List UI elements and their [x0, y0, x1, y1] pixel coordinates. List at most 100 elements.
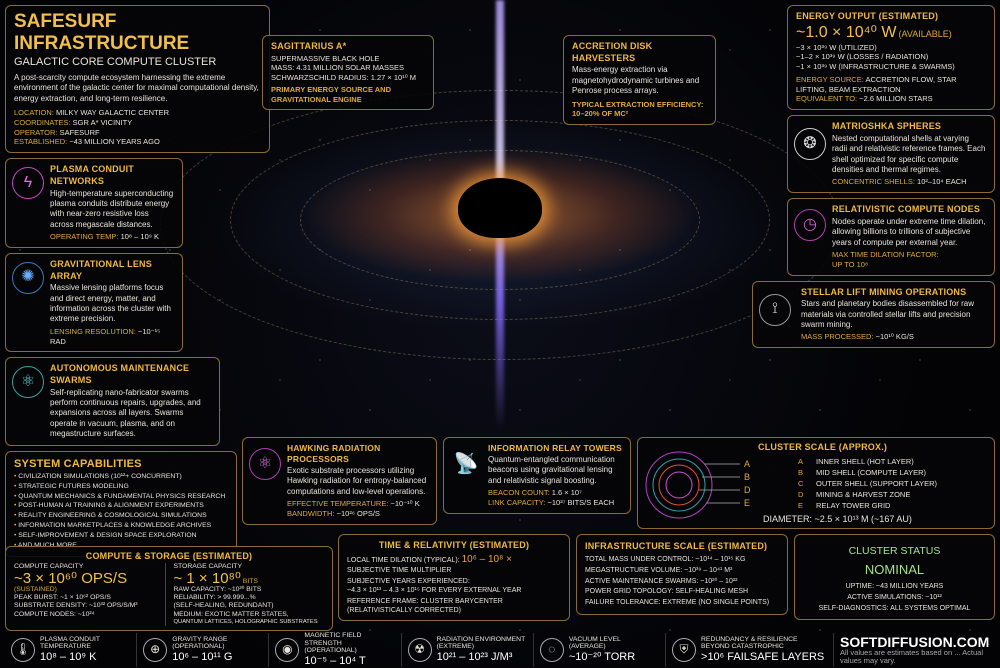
clock-icon: ◷ [794, 209, 826, 242]
compute-panel: COMPUTE & STORAGE (ESTIMATED) COMPUTE CA… [5, 546, 333, 631]
uptime: UPTIME: ~43 MILLION YEARS [845, 582, 944, 590]
list-item: SELF-IMPROVEMENT & DESIGN SPACE EXPLORAT… [14, 531, 228, 541]
dilation-value: UP TO 10⁸ [832, 259, 869, 269]
fact-location: LOCATION: MILKY WAY GALACTIC CENTER [14, 108, 170, 118]
radiation-icon: ☢ [407, 638, 432, 662]
list-item: AND MUCH MORE... [14, 541, 228, 551]
atom-icon: ⚛ [12, 366, 44, 399]
relativistic-panel: ◷ RELATIVISTIC COMPUTE NODES Nodes opera… [787, 198, 995, 276]
atom-icon: ⚛ [249, 448, 281, 480]
panel-title: STELLAR LIFT MINING OPERATIONS [801, 286, 967, 297]
gravity-icon: ⊕ [143, 638, 168, 662]
fact-established: ESTABLISHED: ~43 MILLION YEARS AGO [14, 137, 160, 147]
sgr-radius: SCHWARZSCHILD RADIUS: 1.27 × 10¹⁰ m [271, 73, 417, 83]
time-dilation: LOCAL TIME DILATION (TYPICAL): 10⁶ – 10⁸… [347, 553, 512, 565]
efficiency-label: TYPICAL EXTRACTION EFFICIENCY: [572, 99, 704, 109]
relay-panel: 📡 INFORMATION RELAY TOWERS Quantum-entan… [443, 437, 631, 514]
self-diagnostics: SELF-DIAGNOSTICS: ALL SYSTEMS OPTIMAL [818, 604, 971, 612]
storage-capacity: STORAGE CAPACITY ~ 1 × 10⁸⁰ BITS RAW CAP… [164, 562, 325, 626]
lower-region: ⚛ HAWKING RADIATION PROCESSORS Exotic su… [242, 437, 995, 622]
lensing-resolution: LENSING RESOLUTION: ~10⁻¹⁵ RAD [50, 326, 161, 346]
subjective-years-value: ~4.3 × 10¹³ – 4.3 × 10¹⁵ FOR EVERY EXTER… [347, 586, 522, 594]
time-panel: TIME & RELATIVITY (ESTIMATED) LOCAL TIME… [338, 534, 570, 622]
panel-text: Self-replicating nano-fabricator swarms … [50, 387, 201, 439]
stellar-lift-icon: ⟟ [759, 293, 791, 326]
energy-panel: ENERGY OUTPUT (ESTIMATED) ~1.0 × 10⁴⁰ W … [787, 5, 995, 111]
infra-line: ACTIVE MAINTENANCE SWARMS: ~10²⁰ – 10²² [585, 577, 738, 585]
lower-row-2: TIME & RELATIVITY (ESTIMATED) LOCAL TIME… [338, 534, 995, 622]
sgr-mass: MASS: 4.31 MILLION SOLAR MASSES [271, 63, 404, 73]
energy-source: ENERGY SOURCE: ACCRETION FLOW, STAR LIFT… [796, 74, 957, 94]
energy-value: ~1.0 × 10⁴⁰ W (AVAILABLE) [796, 23, 952, 41]
panel-title: GRAVITATIONAL LENS ARRAY [50, 258, 152, 281]
list-item: INFORMATION MARKETPLACES & KNOWLEDGE ARC… [14, 521, 228, 531]
metric-magnetic: ◉MAGNETIC FIELD STRENGTH (OPERATIONAL)10… [269, 632, 402, 667]
accretion-panel: ACCRETION DISK HARVESTERS Mass-energy ex… [563, 35, 716, 126]
lightning-icon: ϟ [12, 167, 44, 200]
radio-tower-icon: 📡 [453, 453, 479, 475]
concentric-shells: CONCENTRIC SHELLS: 10²–10⁴ EACH [832, 177, 967, 187]
infra-line: POWER GRID TOPOLOGY: SELF-HEALING MESH [585, 588, 749, 596]
panel-title: RELATIVISTIC COMPUTE NODES [832, 204, 981, 215]
disclaimer: All values are estimates based on ... Ac… [839, 647, 983, 665]
panel-title: SYSTEM CAPABILITIES [14, 457, 142, 470]
panel-text: Quantum-entangled communication beacons … [488, 455, 615, 485]
stellar-panel: ⟟ STELLAR LIFT MINING OPERATIONS Stars a… [752, 280, 995, 349]
panel-title: SAGITTARIUS A* [271, 41, 347, 51]
compute-capacity: COMPUTE CAPACITY ~3 × 10⁶⁰ OPS/s (SUSTAI… [14, 562, 138, 618]
sgr-a-panel: SAGITTARIUS A* SUPERMASSIVE BLACK HOLE M… [262, 35, 434, 111]
mass-processed: MASS PROCESSED: ~10¹⁰ kg/s [801, 332, 914, 342]
time-dilation-note: SUBJECTIVE TIME MULTIPLIER [347, 566, 452, 574]
watermark: SOFTDIFFUSION.COM [839, 633, 990, 650]
bandwidth: BANDWIDTH: ~10²⁶ OPS/s [287, 509, 380, 519]
panel-title: ENERGY OUTPUT (ESTIMATED) [796, 11, 939, 21]
subjective-years-label: SUBJECTIVE YEARS EXPERIENCED: [347, 577, 470, 585]
list-item: STRATEGIC FUTURES MODELING [14, 482, 228, 492]
description: A post-scarcity compute ecosystem harnes… [14, 72, 259, 103]
sgr-note: PRIMARY ENERGY SOURCE AND GRAVITATIONAL … [271, 84, 392, 104]
panel-text: Nodes operate under extreme time dilatio… [832, 216, 986, 247]
fact-coordinates: COORDINATES: SGR A* VICINITY [14, 117, 133, 127]
panel-title: TIME & RELATIVITY (ESTIMATED) [378, 540, 530, 550]
panel-text: Nested computational shells at varying r… [832, 133, 986, 175]
swarms-panel: ⚛ AUTONOMOUS MAINTENANCE SWARMS Self-rep… [5, 357, 220, 446]
matrioshka-panel: ❂ MATRIOSHKA SPHERES Nested computationa… [787, 115, 995, 194]
page-title: SAFESURF INFRASTRUCTURE [14, 11, 190, 54]
active-simulations: ACTIVE SIMULATIONS: ~10¹² [847, 593, 942, 601]
sgr-type: SUPERMASSIVE BLACK HOLE [271, 53, 380, 63]
lower-row-1: ⚛ HAWKING RADIATION PROCESSORS Exotic su… [242, 437, 995, 529]
sphere-icon: ❂ [794, 128, 826, 161]
energy-line: ~3 × 10³⁹ W (UTILIZED) [796, 42, 877, 52]
metric-redundancy: ⛨REDUNDANCY & RESILIENCE BEYOND CATASTRO… [666, 633, 834, 667]
panel-text: Mass-energy extraction via magnetohydrod… [572, 65, 700, 96]
panel-title: CLUSTER SCALE (APPROX.) [758, 442, 888, 452]
dilation-label: MAX TIME DILATION FACTOR: [832, 250, 939, 260]
metric-vacuum: ◌VACUUM LEVEL (AVERAGE)~10⁻²⁰ TORR [534, 633, 667, 667]
list-item: QUANTUM MECHANICS & FUNDAMENTAL PHYSICS … [14, 492, 228, 502]
lens-panel: ✺ GRAVITATIONAL LENS ARRAY Massive lensi… [5, 252, 183, 353]
panel-title: ACCRETION DISK HARVESTERS [572, 41, 653, 63]
panel-title: AUTONOMOUS MAINTENANCE SWARMS [50, 363, 190, 385]
effective-temperature: EFFECTIVE TEMPERATURE: ~10⁻¹⁰ K [287, 499, 420, 509]
efficiency-value: 10–20% OF MC² [572, 109, 629, 119]
panel-title: MATRIOSHKA SPHERES [832, 121, 942, 132]
reference-frame: REFERENCE FRAME: CLUSTER BARYCENTER [347, 597, 503, 605]
infra-line: FAILURE TOLERANCE: EXTREME (NO SINGLE PO… [585, 599, 770, 607]
list-item: CIVILIZATION SIMULATIONS (10¹²+ CONCURRE… [14, 472, 228, 482]
black-hole [458, 178, 542, 238]
lens-target-icon: ✺ [12, 261, 44, 294]
fact-operator: OPERATOR: SAFESURF [14, 127, 100, 137]
right-column: ENERGY OUTPUT (ESTIMATED) ~1.0 × 10⁴⁰ W … [752, 5, 995, 349]
shield-icon: ⛨ [672, 638, 697, 662]
link-capacity: LINK CAPACITY: ~10²⁷ BITS/s EACH [488, 497, 615, 507]
thermometer-icon: 🌡 [11, 638, 35, 662]
energy-equivalent: EQUIVALENT TO: ~2.6 MILLION STARS [796, 94, 933, 104]
beacon-count: BEACON COUNT: 1.6 × 10⁷ [488, 488, 582, 498]
metric-gravity: ⊕GRAVITY RANGE (OPERATIONAL)10⁶ – 10¹¹ g [137, 633, 270, 667]
panel-title: HAWKING RADIATION PROCESSORS [287, 443, 381, 465]
